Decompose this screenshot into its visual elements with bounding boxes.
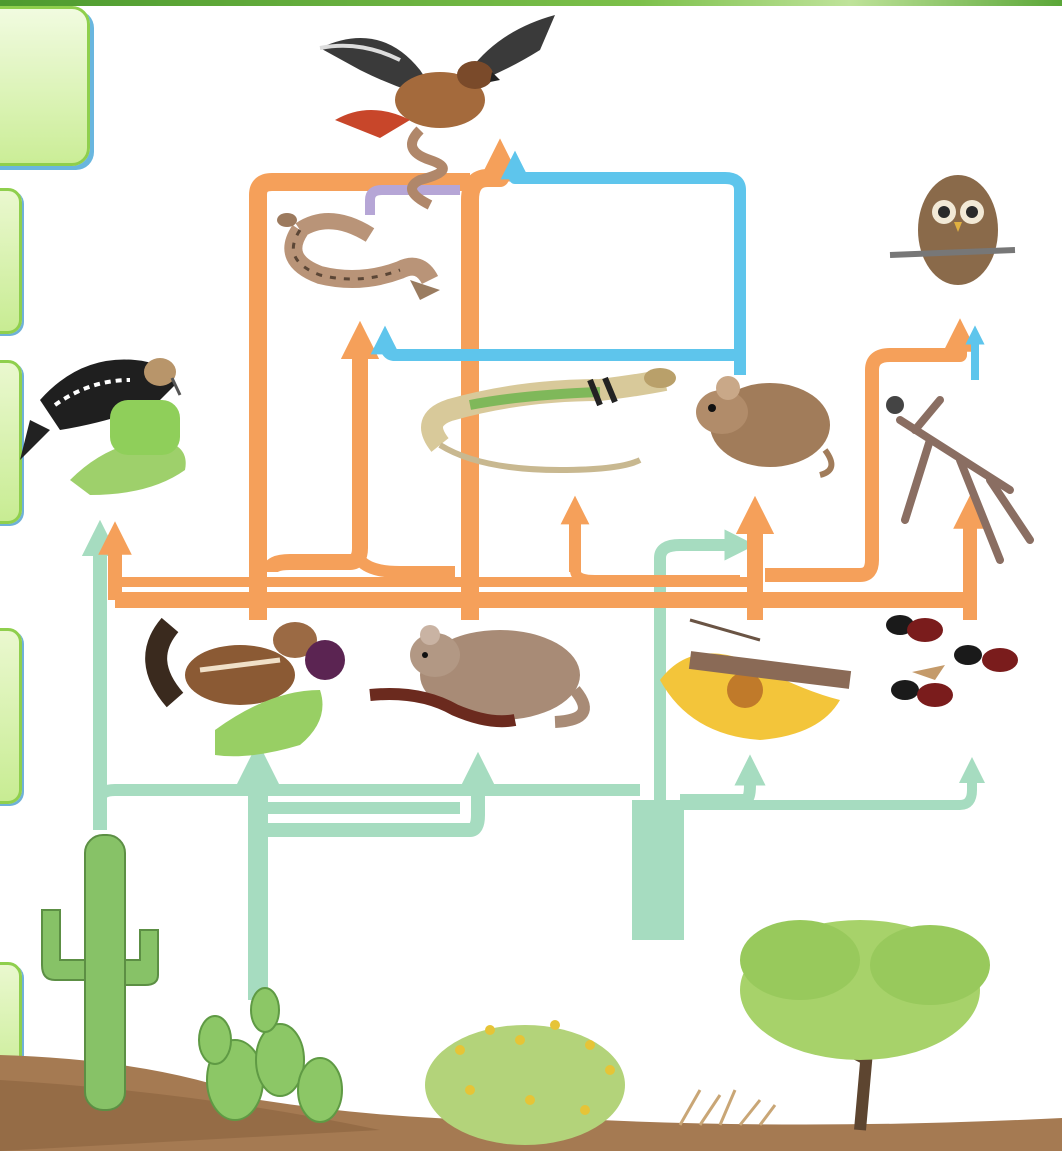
tree-icon	[740, 920, 990, 1130]
snake-icon	[277, 213, 440, 300]
mouse-icon	[696, 376, 831, 475]
hawk-icon	[320, 15, 555, 138]
grasshopper-icon	[660, 620, 850, 740]
owl-icon	[890, 175, 1015, 285]
rat-icon	[370, 625, 584, 722]
grass-icon	[680, 1090, 775, 1125]
ants-icon	[886, 615, 1018, 707]
mantis-icon	[886, 396, 1030, 560]
squirrel-icon	[156, 622, 345, 756]
shrub-icon	[425, 1020, 625, 1145]
producer-trunk	[632, 800, 684, 940]
woodpecker-icon	[20, 358, 186, 495]
